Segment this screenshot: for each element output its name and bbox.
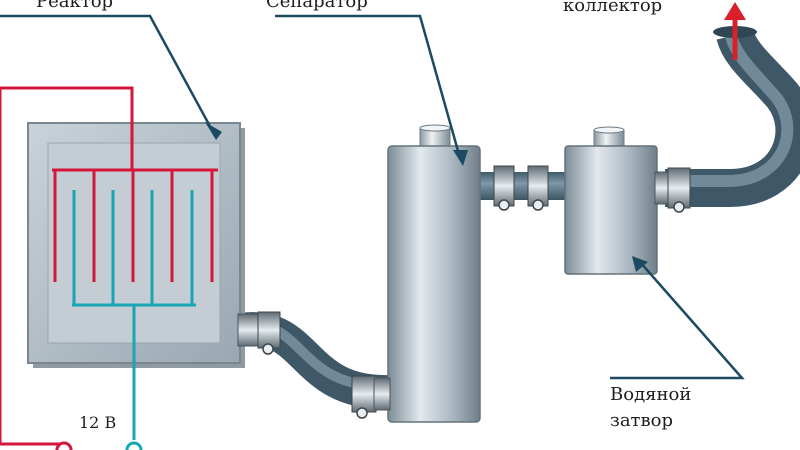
waterseal-cap-top bbox=[593, 126, 625, 134]
reactor-clamp-screw bbox=[262, 343, 274, 355]
reactor-label: Реактор bbox=[36, 0, 114, 12]
pointer-separator-head bbox=[453, 150, 468, 166]
reactor-nozzle bbox=[237, 313, 261, 347]
pointer-reactor bbox=[0, 14, 214, 131]
water-seal-label-line1: Водяной bbox=[610, 384, 692, 405]
separator-inlet-nozzle bbox=[373, 377, 391, 411]
pipe-separator-waterseal bbox=[478, 172, 570, 200]
pointer-separator bbox=[275, 14, 462, 159]
separator-inlet-screw bbox=[356, 407, 368, 419]
pipe-to-collector-highlight bbox=[665, 34, 794, 187]
pointer-reactor-head bbox=[205, 122, 222, 140]
gas-flow-arrow bbox=[724, 2, 746, 60]
separator-inlet-clamp bbox=[351, 375, 377, 413]
waterseal-vessel bbox=[564, 145, 658, 275]
reactor-clamp bbox=[257, 311, 281, 349]
water-seal-label-line2: затвор bbox=[610, 410, 673, 431]
separator-vessel bbox=[387, 145, 481, 423]
waterseal-outlet-screw bbox=[673, 201, 685, 213]
pointer-lines bbox=[0, 14, 745, 380]
pointer-waterseal bbox=[610, 261, 745, 380]
cathode-electrodes bbox=[72, 190, 196, 440]
separator-outlet-screw bbox=[498, 199, 510, 211]
pointer-waterseal-head bbox=[632, 256, 648, 272]
voltage-label: 12 В bbox=[79, 413, 117, 432]
separator-label: Сепаратор bbox=[266, 0, 368, 12]
collector-label: коллектор bbox=[563, 0, 663, 16]
cathode-terminal bbox=[125, 441, 143, 450]
anode-electrodes bbox=[0, 86, 218, 446]
separator-cap-top bbox=[419, 124, 451, 132]
waterseal-inlet-screw bbox=[532, 199, 544, 211]
anode-terminal bbox=[55, 441, 73, 450]
